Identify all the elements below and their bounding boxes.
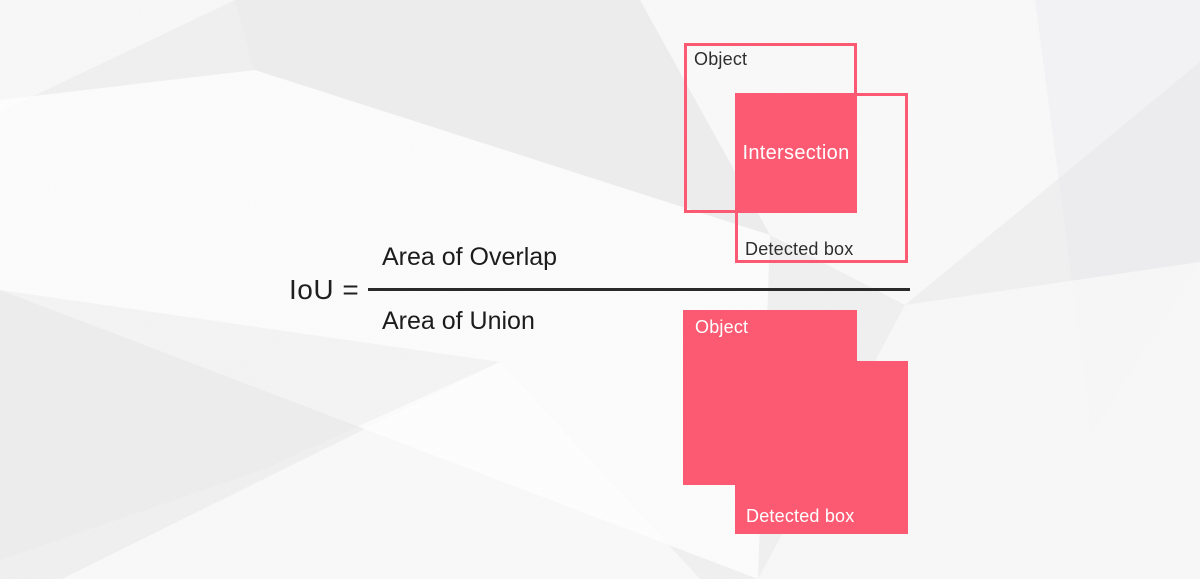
fraction-bar: [368, 288, 910, 291]
union-object-label: Object: [695, 317, 749, 337]
union-detected-box: [735, 361, 908, 534]
formula-denominator: Area of Union: [382, 307, 535, 335]
intersection-region: Intersection: [735, 93, 857, 213]
overlap-object-label: Object: [694, 49, 748, 69]
formula-numerator: Area of Overlap: [382, 243, 558, 271]
union-detected-box-label: Detected box: [746, 506, 855, 526]
intersection-label: Intersection: [742, 142, 850, 164]
overlap-detected-box-label: Detected box: [745, 239, 854, 259]
formula-iou-equals: IoU =: [289, 274, 360, 305]
